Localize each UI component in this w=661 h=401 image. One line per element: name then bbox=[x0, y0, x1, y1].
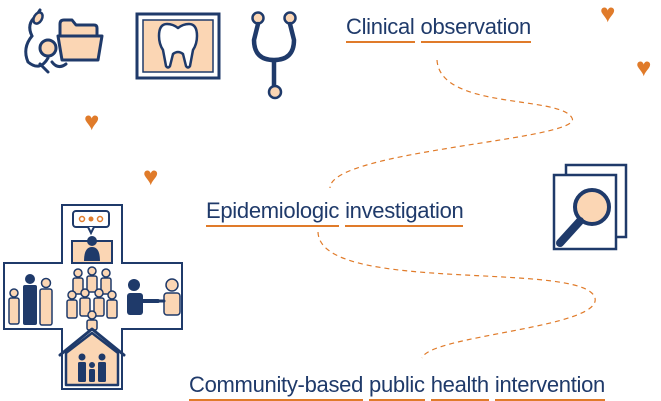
stage-word: observation bbox=[420, 14, 531, 43]
stage-word: Community-based bbox=[189, 372, 363, 401]
heart-icon: ♥ bbox=[143, 161, 159, 191]
stage-word: public bbox=[369, 372, 425, 401]
heart-icon: ♥ bbox=[84, 106, 100, 136]
stage-word: Clinical bbox=[346, 14, 415, 43]
tooth-xray-icon bbox=[135, 12, 221, 80]
stage-word: intervention bbox=[494, 372, 605, 401]
stage-word: Epidemiologic bbox=[206, 198, 339, 227]
stage-word: health bbox=[430, 372, 489, 401]
community-health-cross-icon bbox=[3, 204, 183, 390]
heart-icon: ♥ bbox=[636, 52, 652, 82]
medical-kit-icon bbox=[24, 8, 104, 74]
stage-word: investigation bbox=[345, 198, 464, 227]
magnifier-document-icon bbox=[552, 163, 628, 251]
heart-icon: ♥ bbox=[600, 0, 616, 28]
stethoscope-icon bbox=[251, 11, 297, 100]
